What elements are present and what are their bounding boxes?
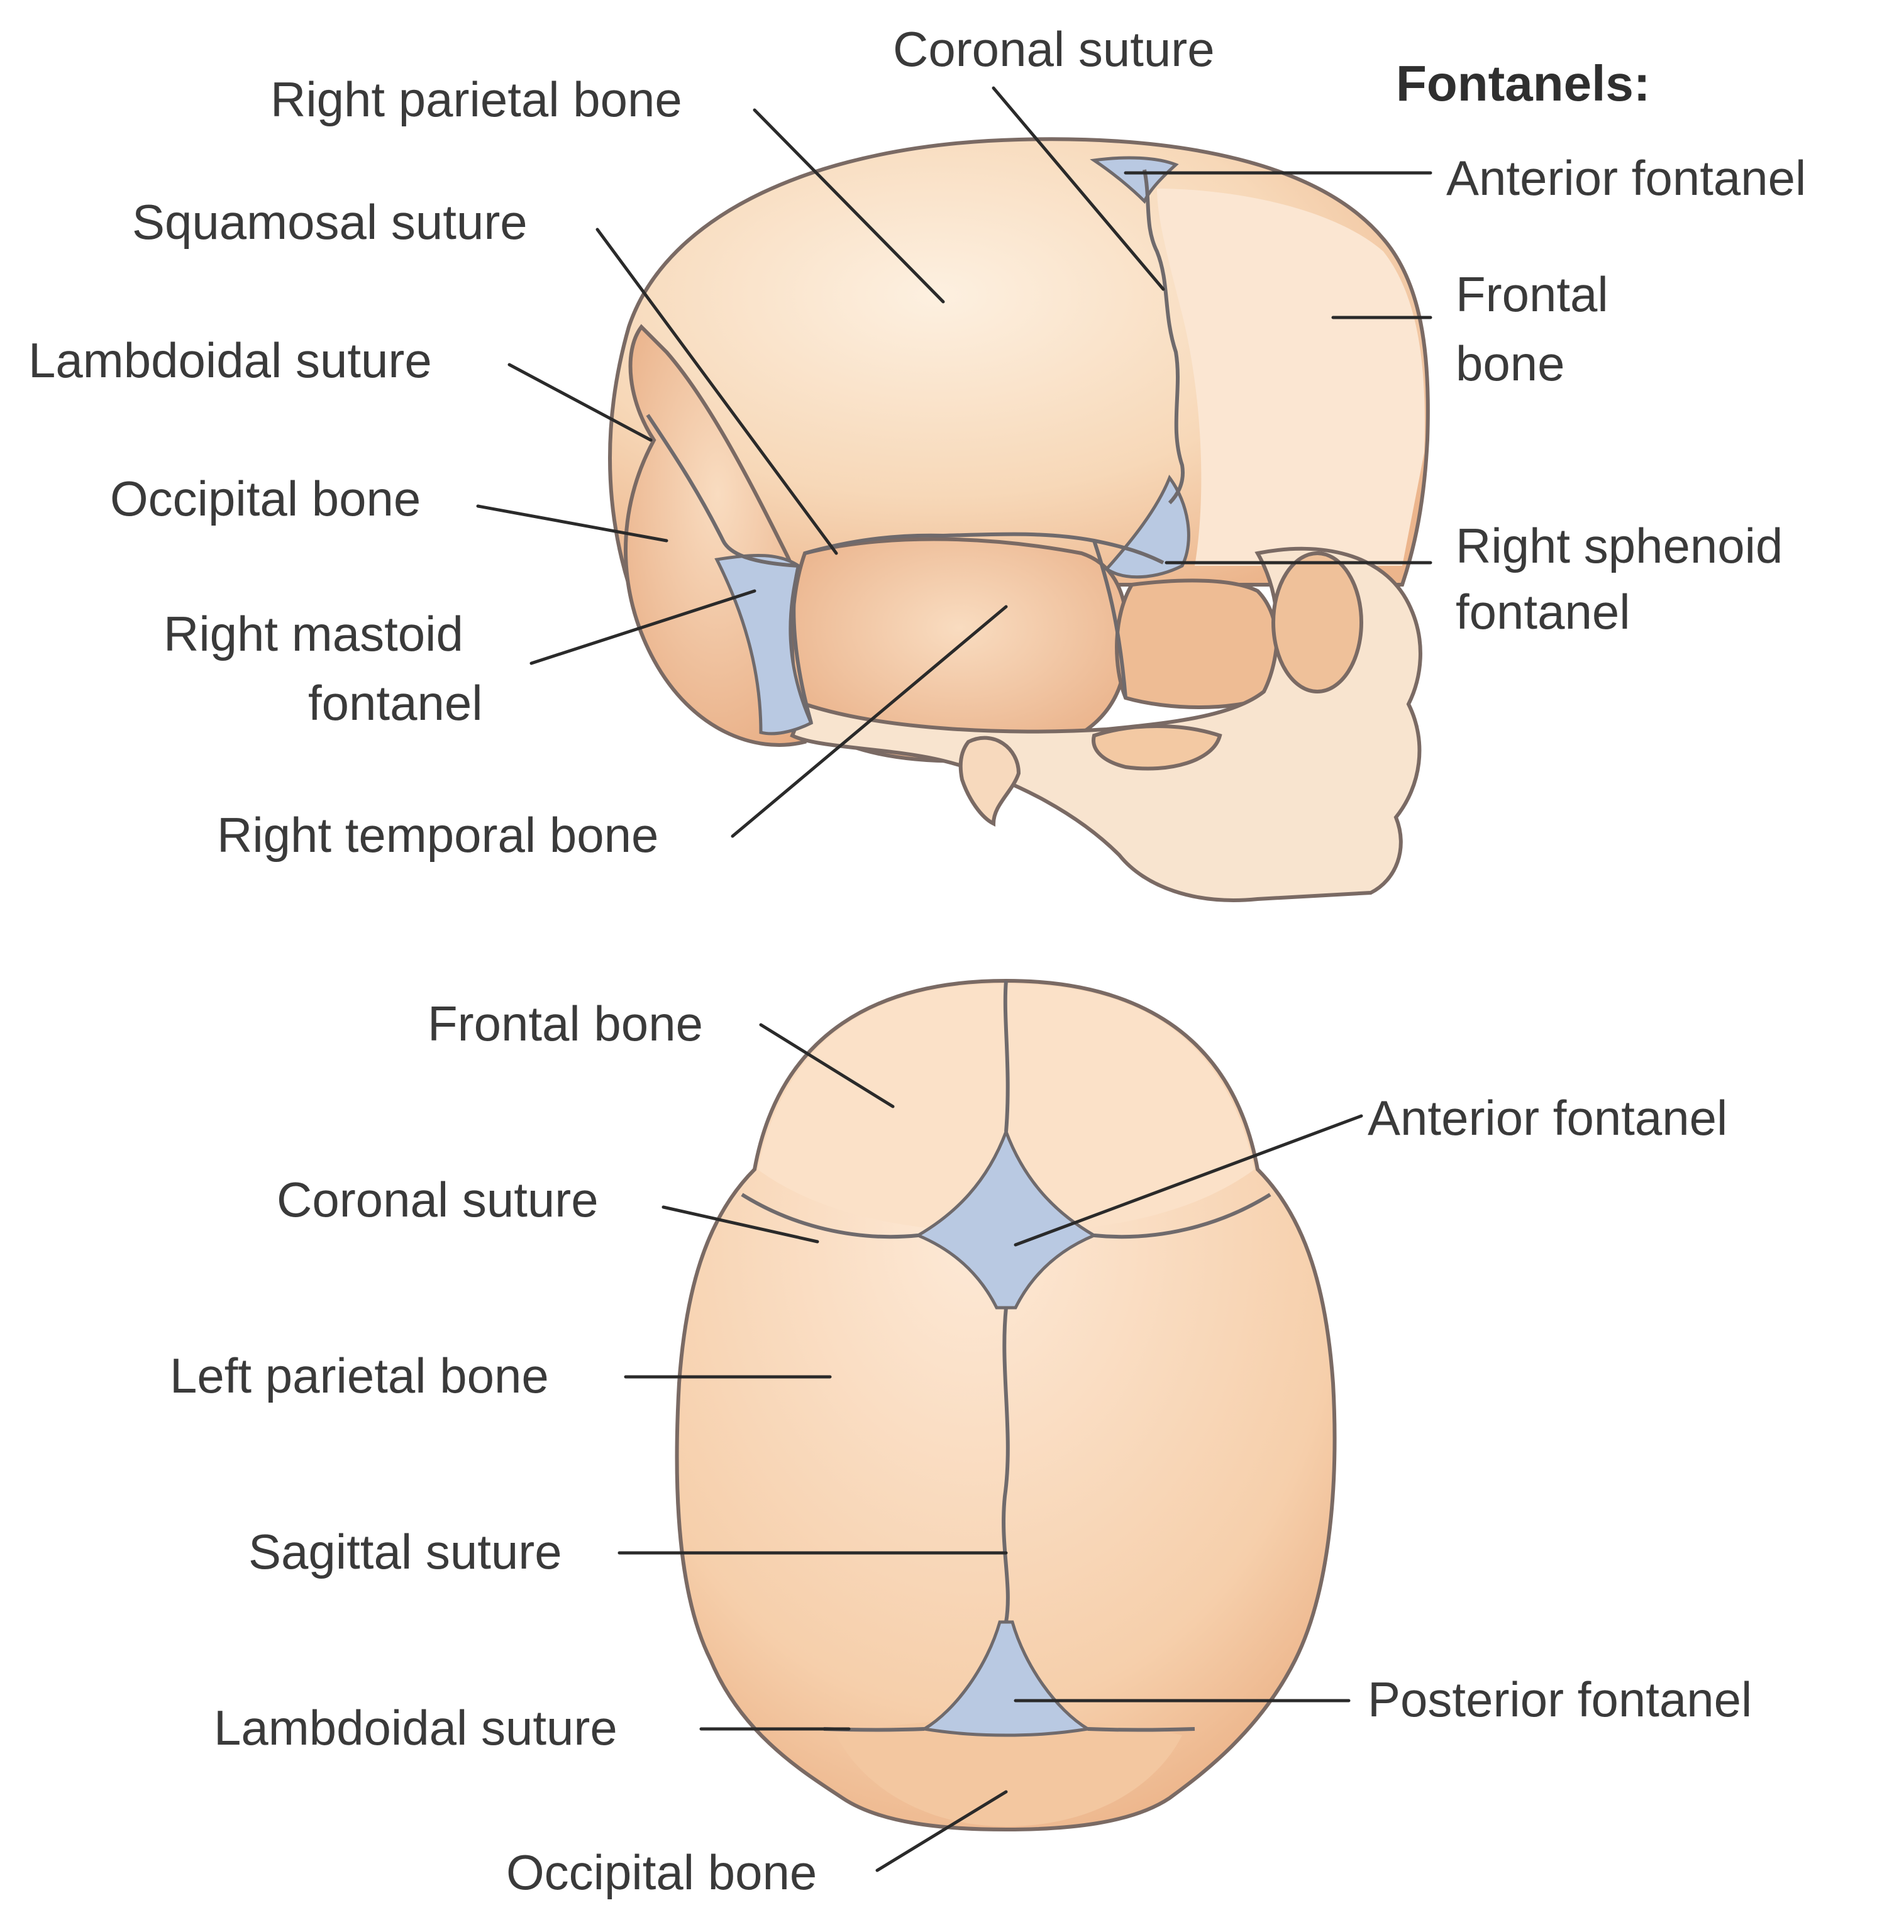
leader-occipital-bone-lateral xyxy=(476,504,668,543)
lateral-labels: Coronal suture Fontanels: Right parietal… xyxy=(28,21,1806,863)
label-occipital-bone-lateral: Occipital bone xyxy=(110,471,421,526)
label-right-parietal-bone: Right parietal bone xyxy=(270,72,682,127)
lateral-temporal-sphenoid-suture xyxy=(1092,540,1127,698)
label-coronal-suture-lateral: Coronal suture xyxy=(893,21,1215,77)
superior-occipital-bone-shape xyxy=(836,1719,1182,1826)
leader-lambdoidal-suture-lateral xyxy=(507,363,653,442)
lateral-skull-view xyxy=(608,137,1430,902)
lateral-face-shape xyxy=(790,546,1422,902)
label-lambdoidal-suture-superior: Lambdoidal suture xyxy=(214,1700,617,1755)
label-right-sphenoid-fontanel-1: Right sphenoid xyxy=(1456,518,1783,573)
superior-labels: Frontal bone Anterior fontanel Coronal s… xyxy=(170,996,1752,1900)
leader-coronal-suture-lateral xyxy=(992,86,1165,291)
leader-frontal-bone-superior xyxy=(759,1023,895,1108)
superior-coronal-suture xyxy=(741,1193,1271,1239)
label-occipital-bone-superior: Occipital bone xyxy=(506,1845,817,1900)
lateral-orbit-shape xyxy=(1271,551,1363,693)
lateral-frontal-bone-shape xyxy=(1157,189,1425,566)
label-right-temporal-bone: Right temporal bone xyxy=(217,807,658,863)
superior-posterior-fontanel xyxy=(919,1620,1093,1737)
leader-lines xyxy=(476,86,1432,1872)
label-left-parietal-bone: Left parietal bone xyxy=(170,1348,549,1403)
label-right-mastoid-fontanel-1: Right mastoid xyxy=(163,606,463,661)
leader-right-parietal-bone xyxy=(753,108,945,304)
lateral-mastoid-suture xyxy=(792,565,813,724)
label-fontanels-header: Fontanels: xyxy=(1396,55,1650,111)
label-right-mastoid-fontanel-2: fontanel xyxy=(308,675,483,731)
superior-skull-view xyxy=(675,978,1337,1832)
lateral-squamosal-suture xyxy=(804,532,1165,565)
label-posterior-fontanel: Posterior fontanel xyxy=(1368,1672,1752,1727)
label-squamosal-suture: Squamosal suture xyxy=(132,194,528,250)
lateral-zygomatic-arch xyxy=(1092,724,1222,771)
lateral-sphenoid-fontanel xyxy=(1104,474,1190,579)
leader-right-mastoid-fontanel xyxy=(529,589,756,665)
lateral-anterior-fontanel xyxy=(1090,156,1179,204)
label-sagittal-suture: Sagittal suture xyxy=(248,1524,562,1579)
lateral-coronal-suture xyxy=(1143,169,1185,505)
superior-frontal-suture xyxy=(1003,980,1010,1132)
superior-sagittal-suture xyxy=(1002,1307,1010,1623)
label-anterior-fontanel-lateral: Anterior fontanel xyxy=(1446,150,1806,206)
label-anterior-fontanel-superior: Anterior fontanel xyxy=(1368,1090,1727,1145)
label-coronal-suture-superior: Coronal suture xyxy=(277,1172,599,1227)
leader-squamosal-suture xyxy=(595,228,838,555)
lateral-sphenoid-shape xyxy=(1115,578,1280,709)
label-frontal-bone-lateral-2: bone xyxy=(1456,336,1565,391)
leader-right-temporal-bone xyxy=(731,605,1008,838)
lateral-lambdoidal-suture xyxy=(646,414,799,568)
leader-anterior-fontanel-superior xyxy=(1014,1114,1363,1247)
label-lambdoidal-suture-lateral: Lambdoidal suture xyxy=(28,333,432,388)
leader-occipital-bone-superior xyxy=(875,1790,1008,1872)
leader-coronal-suture-superior xyxy=(661,1205,819,1244)
label-right-sphenoid-fontanel-2: fontanel xyxy=(1456,584,1630,639)
label-frontal-bone-superior: Frontal bone xyxy=(428,996,703,1051)
lateral-ear-process xyxy=(958,736,1021,827)
label-frontal-bone-lateral-1: Frontal xyxy=(1456,267,1608,322)
